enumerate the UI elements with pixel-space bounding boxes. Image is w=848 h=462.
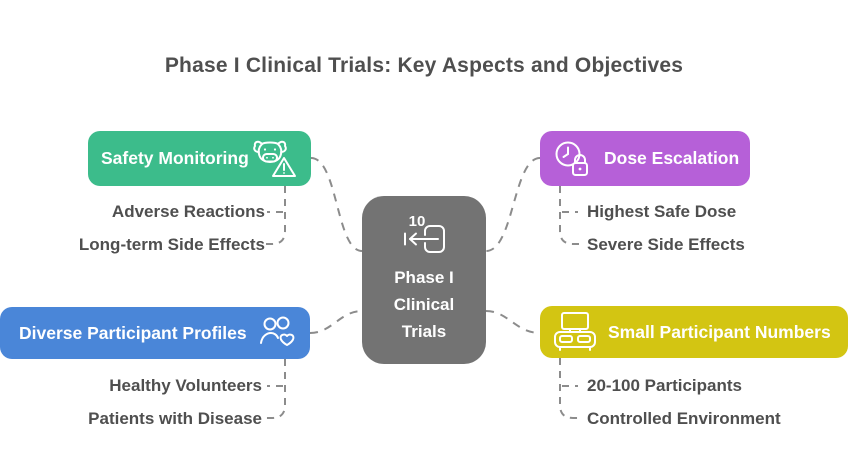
branch-node-label: Safety Monitoring	[101, 148, 249, 168]
branch-node-small-participant-numbers: Small Participant Numbers	[540, 306, 848, 358]
transfer-10-days-icon: 10	[404, 213, 445, 253]
center-node-phase-1-clinical-trials: 10 Phase I Clinical Trials	[362, 196, 486, 364]
center-node-label: Phase I Clinical Trials	[393, 268, 455, 341]
connector-safety-to-center	[310, 157, 363, 252]
leaf-label-controlled-environment: Controlled Environment	[587, 409, 781, 428]
leaf-label-highest-safe-dose: Highest Safe Dose	[587, 202, 737, 221]
connector-numbers-to-center	[485, 310, 541, 334]
bracket-numbers-items	[559, 358, 579, 419]
branch-node-label: Diverse Participant Profiles	[19, 322, 247, 343]
bracket-safety-items	[266, 186, 286, 245]
bracket-dose-items	[559, 186, 579, 245]
bracket-participants-items	[266, 359, 286, 419]
people-heart-icon	[260, 316, 295, 346]
branch-node-safety-monitoring: Safety Monitoring	[88, 131, 311, 186]
diagram-title: Phase I Clinical Trials: Key Aspects and…	[164, 54, 684, 77]
badge-number-label: 10	[409, 213, 426, 230]
clock-lock-icon	[555, 141, 588, 176]
branch-node-label: Small Participant Numbers	[608, 321, 831, 342]
branch-node-diverse-participant-profiles: Diverse Participant Profiles	[0, 307, 310, 359]
leaf-label-20-100-participants: 20-100 Participants	[587, 376, 742, 395]
leaf-label-adverse-reactions: Adverse Reactions	[111, 202, 265, 221]
leaf-label-patients-with-disease: Patients with Disease	[88, 409, 262, 428]
leaf-label-healthy-volunteers: Healthy Volunteers	[109, 376, 262, 395]
cow-warning-icon	[253, 140, 296, 177]
connector-participants-to-center	[309, 310, 363, 334]
branch-node-label: Dose Escalation	[604, 148, 740, 168]
monitor-gamepad-icon	[554, 312, 596, 351]
leaf-label-long-term-side-effects: Long-term Side Effects	[78, 235, 265, 254]
connector-dose-to-center	[485, 157, 541, 252]
branch-node-dose-escalation: Dose Escalation	[540, 131, 750, 186]
leaf-label-severe-side-effects: Severe Side Effects	[587, 235, 745, 254]
